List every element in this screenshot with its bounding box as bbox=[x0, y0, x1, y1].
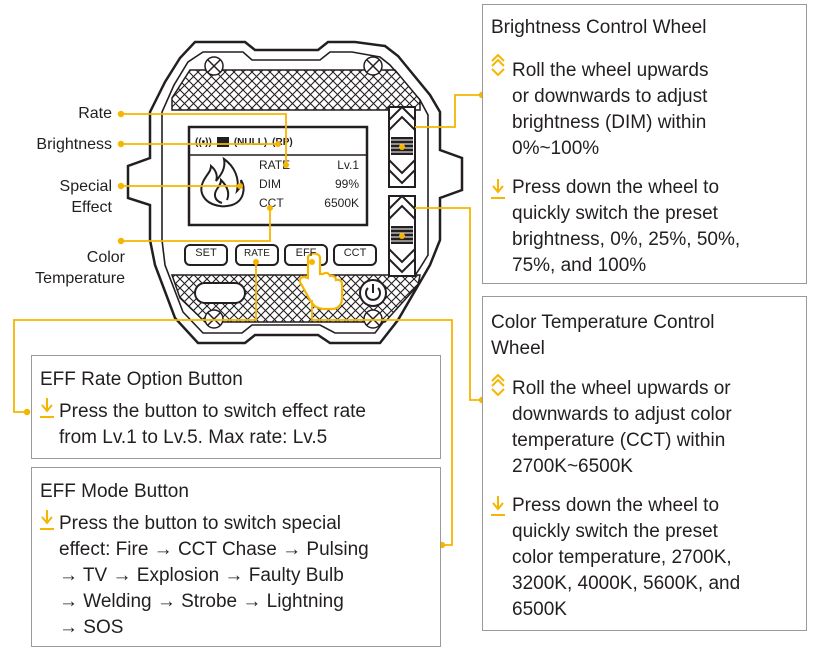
scroll-updown-icon bbox=[491, 373, 505, 397]
text-line: brightness, 0%, 25%, 50%, bbox=[512, 229, 741, 250]
title-line: Color Temperature Control bbox=[491, 312, 715, 333]
screen-row-value: 6500K bbox=[324, 196, 359, 210]
power-icon bbox=[359, 279, 387, 307]
rate-button[interactable]: RATE bbox=[244, 248, 270, 259]
brightness-press-text: Press down the wheel to quickly switch t… bbox=[512, 175, 740, 279]
text-line: 6500K bbox=[512, 599, 567, 620]
cct-roll-text: Roll the wheel upwards or downwards to a… bbox=[512, 376, 732, 480]
label-line: Effect bbox=[71, 199, 112, 216]
text-line: downwards to adjust color bbox=[512, 404, 732, 425]
text-line: from Lv.1 to Lv.5. Max rate: Lv.5 bbox=[59, 427, 328, 448]
label-special-effect: Special Effect bbox=[20, 176, 112, 218]
text-line: Roll the wheel upwards or bbox=[512, 378, 731, 399]
eff-mode-box: EFF Mode Button Press the button to swit… bbox=[31, 467, 441, 647]
brightness-wheel-title: Brightness Control Wheel bbox=[491, 17, 707, 38]
screen-row-value: Lv.1 bbox=[337, 158, 359, 172]
press-down-icon bbox=[491, 179, 505, 199]
text-line: → Welding → Strobe → Lightning bbox=[59, 591, 344, 612]
text-line: Press the button to switch effect rate bbox=[59, 401, 366, 422]
text-line: → SOS bbox=[59, 617, 124, 638]
cct-wheel-box: Color Temperature Control Wheel Roll the… bbox=[482, 296, 807, 631]
rp-badge: (RP) bbox=[272, 136, 293, 148]
eff-button[interactable]: EFF bbox=[295, 247, 317, 259]
screw-top-right bbox=[363, 56, 383, 76]
text-line: 75%, and 100% bbox=[512, 255, 647, 276]
screen-row-label: DIM bbox=[259, 177, 281, 191]
label-line: Color bbox=[86, 249, 125, 266]
text-line: brightness (DIM) within bbox=[512, 112, 707, 133]
hand-pointer-icon bbox=[298, 252, 344, 311]
eff-mode-text: Press the button to switch special effec… bbox=[59, 511, 369, 641]
brightness-wheel-graphic bbox=[388, 105, 416, 188]
screen-row-dim: DIM 99% bbox=[259, 177, 359, 191]
text-line: Press the button to switch special bbox=[59, 513, 341, 534]
screen-row-label: RATE bbox=[259, 158, 291, 172]
press-down-icon bbox=[491, 496, 505, 516]
text-line: Roll the wheel upwards bbox=[512, 60, 709, 81]
text-line: 0%~100% bbox=[512, 138, 600, 159]
cct-button-frame bbox=[333, 244, 377, 266]
null-badge: (NULL) bbox=[233, 136, 268, 148]
text-line: temperature (CCT) within bbox=[512, 430, 726, 451]
cct-button[interactable]: CCT bbox=[343, 247, 367, 259]
cct-press-text: Press down the wheel to quickly switch t… bbox=[512, 493, 740, 623]
screen-row-rate: RATE Lv.1 bbox=[259, 158, 359, 172]
title-line: Wheel bbox=[491, 338, 545, 359]
label-line: Special bbox=[59, 178, 112, 195]
text-line: effect: Fire → CCT Chase → Pulsing bbox=[59, 539, 369, 560]
screen-row-label: CCT bbox=[259, 196, 284, 210]
screw-bottom-left bbox=[204, 309, 224, 329]
text-line: Press down the wheel to bbox=[512, 177, 720, 198]
press-down-icon bbox=[40, 398, 54, 418]
eff-rate-text: Press the button to switch effect rate f… bbox=[59, 399, 366, 451]
press-down-icon bbox=[40, 510, 54, 530]
set-button[interactable]: SET bbox=[195, 247, 217, 259]
eff-rate-box: EFF Rate Option Button Press the button … bbox=[31, 355, 441, 459]
brightness-wheel-box: Brightness Control Wheel Roll the wheel … bbox=[482, 4, 807, 284]
text-line: 2700K~6500K bbox=[512, 456, 633, 477]
label-line: Temperature bbox=[35, 270, 125, 287]
screen-row-value: 99% bbox=[334, 177, 359, 191]
text-line: 3200K, 4000K, 5600K, and bbox=[512, 573, 741, 594]
text-line: quickly switch the preset bbox=[512, 521, 718, 542]
screen-status-bar: ((•)) (NULL) (RP) bbox=[195, 133, 335, 151]
label-color-temperature: Color Temperature bbox=[0, 247, 125, 289]
top-grille bbox=[171, 69, 421, 111]
rate-button-frame bbox=[235, 244, 279, 266]
signal-icon: ((•)) bbox=[195, 136, 212, 148]
cct-wheel-title: Color Temperature Control Wheel bbox=[491, 310, 715, 362]
cct-wheel-graphic bbox=[388, 194, 416, 277]
battery-icon bbox=[216, 137, 229, 147]
eff-rate-title: EFF Rate Option Button bbox=[40, 369, 243, 390]
text-line: Press down the wheel to bbox=[512, 495, 720, 516]
text-line: quickly switch the preset bbox=[512, 203, 718, 224]
brightness-roll-text: Roll the wheel upwards or downwards to a… bbox=[512, 58, 708, 162]
text-line: or downwards to adjust bbox=[512, 86, 708, 107]
screw-top-left bbox=[204, 56, 224, 76]
scroll-updown-icon bbox=[491, 53, 505, 77]
text-line: color temperature, 2700K, bbox=[512, 547, 732, 568]
screen-row-cct: CCT 6500K bbox=[259, 196, 359, 210]
eff-mode-title: EFF Mode Button bbox=[40, 481, 189, 502]
bottom-slot bbox=[194, 282, 246, 304]
label-brightness: Brightness bbox=[36, 136, 112, 153]
text-line: → TV → Explosion → Faulty Bulb bbox=[59, 565, 344, 586]
label-rate: Rate bbox=[78, 105, 112, 122]
screw-bottom-right bbox=[363, 309, 383, 329]
